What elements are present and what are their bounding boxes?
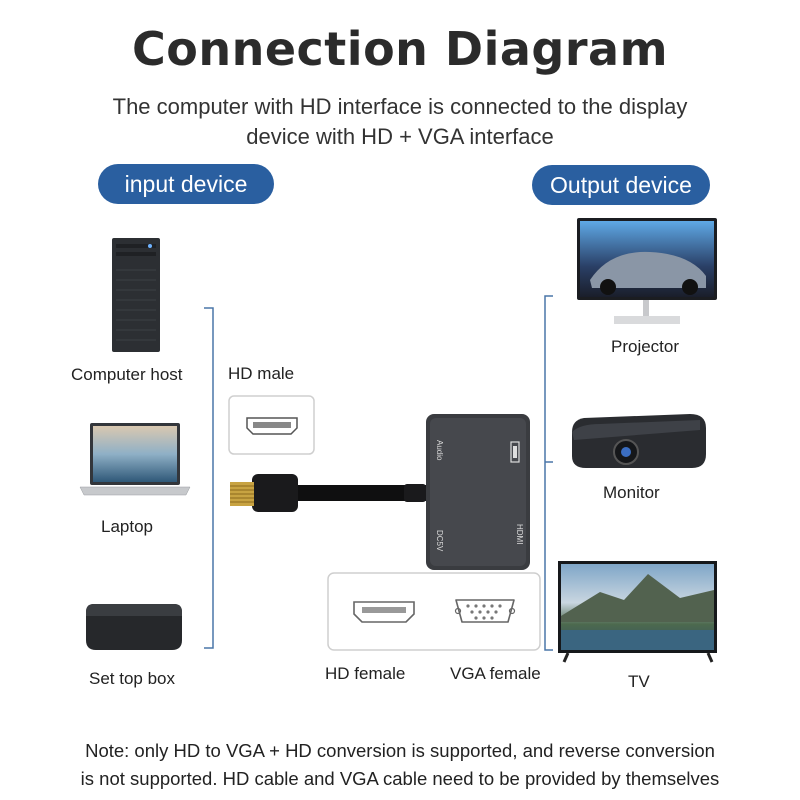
input-bracket: [204, 308, 213, 648]
tv-icon: [558, 561, 717, 662]
projector-screen-icon: [577, 218, 717, 324]
adapter-port-audio-label: Audio: [430, 440, 444, 470]
projector-label: Projector: [611, 337, 679, 357]
set-top-box-label: Set top box: [89, 669, 175, 689]
laptop-label: Laptop: [101, 517, 153, 537]
adapter-port-dc5v-label: DC5V: [430, 530, 444, 560]
hdmi-male-port-box: [229, 396, 314, 454]
vga-female-label: VGA female: [450, 664, 541, 684]
laptop-icon: [80, 423, 190, 495]
output-bracket: [545, 296, 553, 650]
adapter-port-hdmi-label: HDMI: [510, 524, 524, 554]
computer-host-label: Computer host: [71, 365, 183, 385]
computer-tower-icon: [112, 238, 160, 352]
hdmi-male-label: HD male: [228, 364, 294, 384]
tv-label: TV: [628, 672, 650, 692]
monitor-label: Monitor: [603, 483, 660, 503]
hdmi-female-label: HD female: [325, 664, 405, 684]
note-line-1: Note: only HD to VGA + HD conversion is …: [0, 740, 800, 762]
female-ports-box: [328, 573, 540, 650]
set-top-box-icon: [86, 604, 182, 650]
projector-icon: [572, 414, 706, 468]
hdmi-cable: [230, 474, 430, 512]
note-line-2: is not supported. HD cable and VGA cable…: [0, 768, 800, 790]
